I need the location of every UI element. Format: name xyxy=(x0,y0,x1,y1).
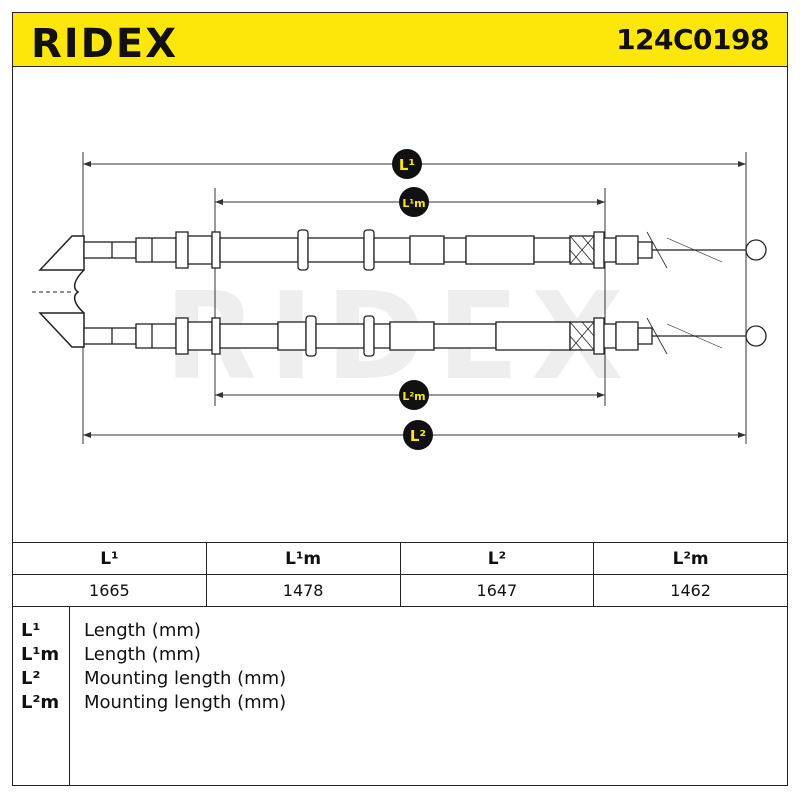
spec-table: L¹ L¹m L² L²m 1665 1478 1647 1462 xyxy=(12,542,788,607)
mounting-bracket xyxy=(32,235,85,348)
spec-header-l1: L¹ xyxy=(12,542,207,575)
legend-key: L² xyxy=(21,668,41,689)
part-number: 124C0198 xyxy=(616,23,769,56)
spec-value-l1: 1665 xyxy=(12,574,207,607)
legend-row: L²m Mounting length (mm) xyxy=(13,691,787,715)
badge-l1: L¹ xyxy=(392,149,422,179)
legend-key: L¹ xyxy=(21,620,41,641)
ridex-logo: RIDEX xyxy=(31,21,178,63)
legend-key: L¹m xyxy=(21,644,60,665)
legend-row: L¹ Length (mm) xyxy=(13,619,787,643)
brand-logo-text: RIDEX xyxy=(31,21,178,63)
badge-l1-label: L¹ xyxy=(399,156,415,174)
spec-value-l2: 1647 xyxy=(399,574,595,607)
legend-desc: Length (mm) xyxy=(84,620,201,641)
spec-header-l1m: L¹m xyxy=(205,542,401,575)
legend-row: L² Mounting length (mm) xyxy=(13,667,787,691)
legend-panel: L¹ Length (mm) L¹m Length (mm) L² Mounti… xyxy=(12,606,788,786)
legend-divider xyxy=(69,607,70,785)
badge-l1m-label: L¹m xyxy=(402,197,425,210)
badge-l1m: L¹m xyxy=(399,187,429,217)
spec-header-l2: L² xyxy=(399,542,595,575)
spec-value-l1m: 1478 xyxy=(205,574,401,607)
legend-row: L¹m Length (mm) xyxy=(13,643,787,667)
spec-value-l2m: 1462 xyxy=(593,574,788,607)
upper-cable xyxy=(83,229,767,271)
cable-diagram: RIDEX xyxy=(32,149,767,450)
legend-desc: Mounting length (mm) xyxy=(84,668,287,689)
badge-l2m-label: L²m xyxy=(402,390,425,403)
legend-key: L²m xyxy=(21,692,60,713)
header-bar: RIDEX 124C0198 xyxy=(12,12,788,67)
spec-header-l2m: L²m xyxy=(593,542,788,575)
legend-desc: Mounting length (mm) xyxy=(84,692,287,713)
spec-table-value-row: 1665 1478 1647 1462 xyxy=(12,574,788,607)
spec-table-header-row: L¹ L¹m L² L²m xyxy=(12,542,788,575)
badge-l2: L² xyxy=(403,420,433,450)
legend-desc: Length (mm) xyxy=(84,644,201,665)
badge-l2-label: L² xyxy=(410,427,426,445)
badge-l2m: L²m xyxy=(399,380,429,410)
lower-cable xyxy=(83,315,767,357)
